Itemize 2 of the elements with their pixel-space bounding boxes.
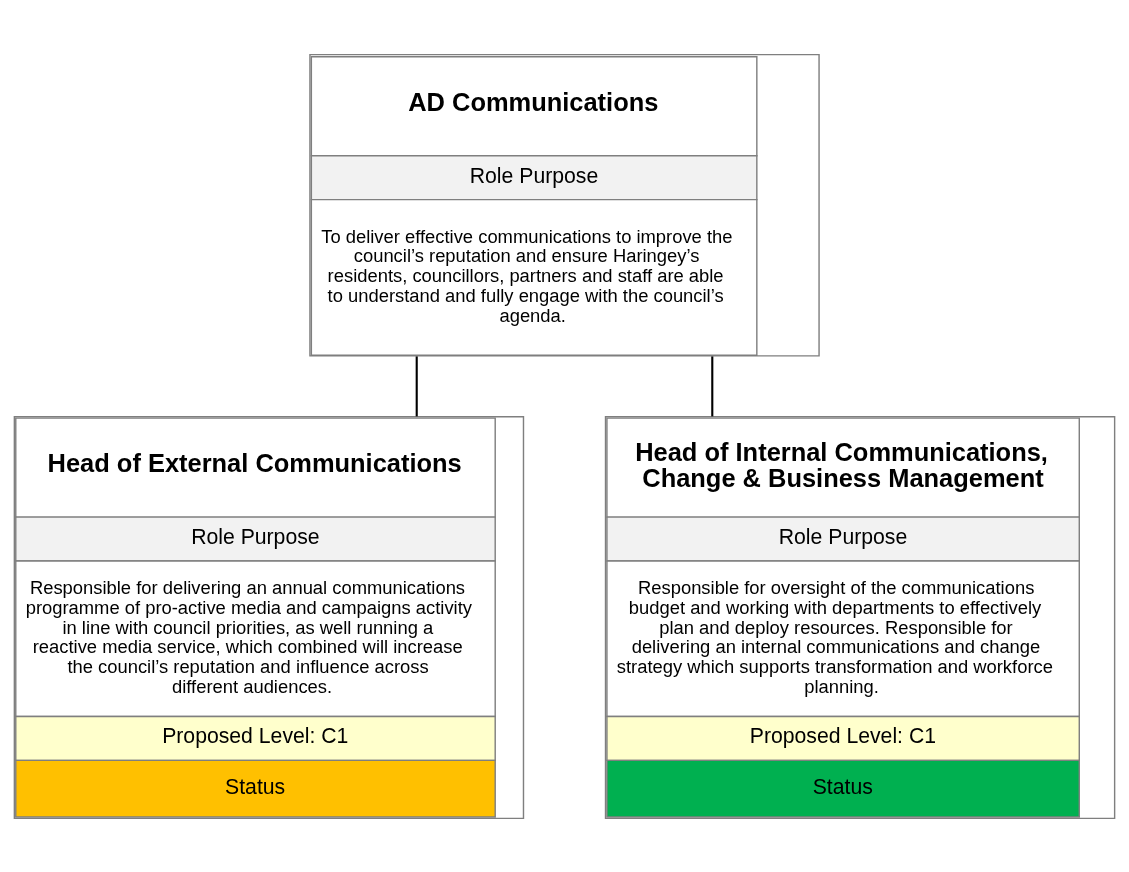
connector xyxy=(711,355,714,416)
connector xyxy=(415,355,418,416)
